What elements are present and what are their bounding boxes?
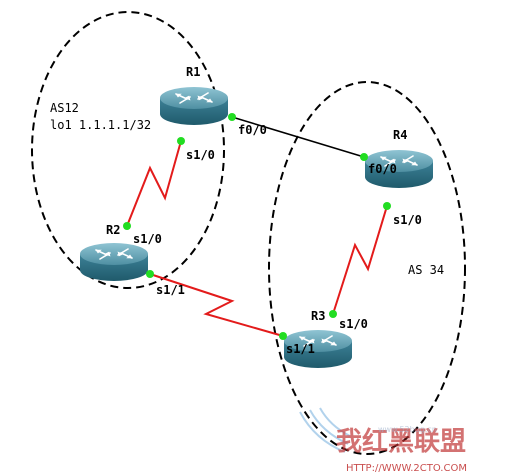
as34-label: AS 34 <box>408 263 444 277</box>
link-r4-r3-serial <box>332 205 388 315</box>
r3-s10-label: s1/0 <box>339 317 368 331</box>
r4-s10-label: s1/0 <box>393 213 422 227</box>
port-dot-r1-f00 <box>228 113 236 121</box>
r2-s11-label: s1/1 <box>156 283 185 297</box>
link-r1-r2-serial <box>126 140 182 227</box>
r1-f00-label: f0/0 <box>238 123 267 137</box>
port-dot-r4-s10 <box>383 202 391 210</box>
port-dot-r1-s10 <box>177 137 185 145</box>
as12-label: AS12 <box>50 101 79 115</box>
watermark-wing-icon <box>299 407 351 453</box>
router-r1[interactable] <box>159 86 229 126</box>
router-r2-label: R2 <box>106 223 120 237</box>
router-r3-label: R3 <box>311 309 325 323</box>
router-r1-label: R1 <box>186 65 200 79</box>
router-r4-label: R4 <box>393 128 407 142</box>
as12-loopback-label: lo1 1.1.1.1/32 <box>50 118 151 132</box>
as12-boundary <box>31 11 225 289</box>
port-dot-r3-s11 <box>279 332 287 340</box>
port-dot-r2-s11 <box>146 270 154 278</box>
link-r2-r3-serial <box>149 273 284 337</box>
watermark-logo: 我红黑联盟 www.52bug.cn HTTP://WWW.2CTO.COM <box>299 407 467 474</box>
port-dot-r3-s10 <box>329 310 337 318</box>
link-r1-r4-ethernet <box>231 116 365 158</box>
watermark-logo-text: 我红黑联盟 <box>336 426 466 457</box>
r4-f00-label: f0/0 <box>368 162 397 176</box>
router-r2[interactable] <box>79 242 149 282</box>
watermark-url: HTTP://WWW.2CTO.COM <box>346 463 467 474</box>
r3-s11-label: s1/1 <box>286 342 315 356</box>
as34-boundary <box>268 81 466 455</box>
port-dot-r4-f00 <box>360 153 368 161</box>
watermark-site-text: www.52bug.cn <box>378 425 437 434</box>
port-dot-r2-s10 <box>123 222 131 230</box>
r1-s10-label: s1/0 <box>186 148 215 162</box>
r2-s10-label: s1/0 <box>133 232 162 246</box>
